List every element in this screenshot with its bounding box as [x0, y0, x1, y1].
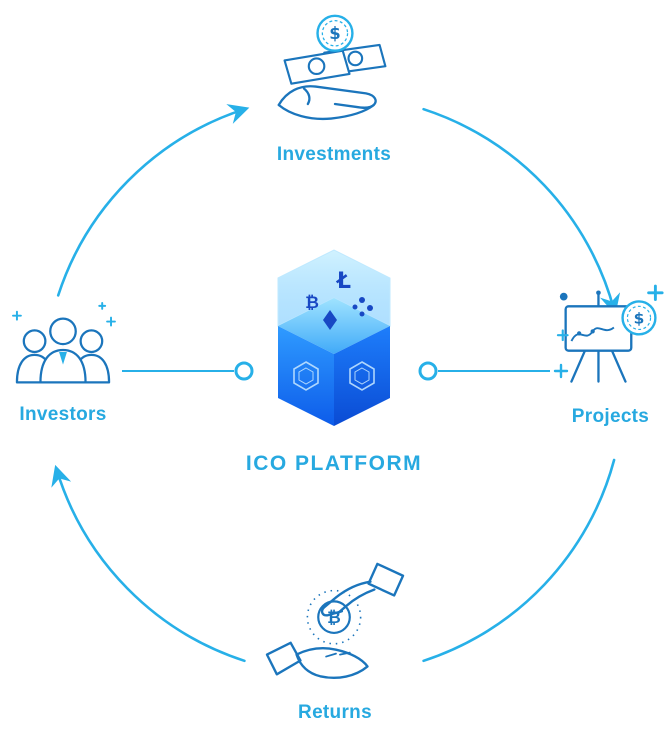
- isometric-cube-icon: Ł ₿: [277, 249, 391, 426]
- node-returns: ₿ Returns: [260, 558, 410, 724]
- connector-left-ring: [234, 361, 254, 381]
- connector-right-ring: [418, 361, 438, 381]
- cube-right-face: [334, 326, 390, 426]
- arc-projects-to-returns: [422, 458, 616, 663]
- arc-investments-to-projects: [422, 107, 621, 316]
- easel-stand: [569, 290, 627, 383]
- investments-label: Investments: [276, 144, 392, 165]
- hands-bitcoin-icon: ₿: [265, 562, 405, 679]
- network-cluster-icon: [352, 297, 373, 317]
- node-investors: Investors: [2, 300, 124, 426]
- bitcoin-glyph: ₿: [327, 607, 341, 627]
- ethereum-symbol: [323, 310, 337, 330]
- dollar-coin-icon: $: [620, 300, 657, 336]
- receiving-hand-icon: [265, 641, 369, 679]
- hand-icon: [277, 85, 377, 121]
- people-figures: [15, 317, 111, 384]
- chart-dot: [590, 329, 595, 334]
- node-investments: $ Investments: [254, 8, 414, 166]
- hexagon-pattern: [293, 361, 375, 391]
- tie-accent: [59, 351, 67, 365]
- money-in-hand-icon: $: [277, 14, 387, 121]
- dotted-orbit: [306, 589, 362, 645]
- dollar-glyph: $: [329, 24, 340, 43]
- dot-decoration: [559, 292, 568, 301]
- cube-left-face: [278, 326, 334, 426]
- arc-investors-to-investments: [56, 104, 250, 297]
- returns-label: Returns: [298, 702, 372, 723]
- bitcoin-symbol: ₿: [305, 293, 319, 313]
- crypto-symbols: Ł ₿: [305, 269, 373, 330]
- center-platform: Ł ₿ ICO PLATFORM: [214, 244, 454, 476]
- arc-returns-to-investors: [51, 464, 246, 663]
- people-group-icon: [12, 301, 116, 384]
- node-projects: $ Projects: [552, 284, 669, 428]
- banknotes: [283, 43, 387, 85]
- plus-decoration: [553, 363, 569, 379]
- chart-dot: [576, 331, 581, 336]
- dollar-glyph: $: [633, 310, 644, 328]
- plus-decoration: [646, 284, 664, 301]
- presentation-chart-icon: $: [556, 284, 664, 383]
- projects-label: Projects: [571, 406, 650, 427]
- litecoin-symbol: Ł: [336, 269, 351, 294]
- diagram-title: ICO PLATFORM: [245, 452, 423, 475]
- sparkle-decoration: [12, 301, 116, 327]
- giving-hand-icon: [320, 562, 405, 617]
- dollar-coin-icon: $: [316, 14, 354, 52]
- investors-label: Investors: [19, 404, 107, 425]
- plus-decoration-small: [556, 329, 569, 342]
